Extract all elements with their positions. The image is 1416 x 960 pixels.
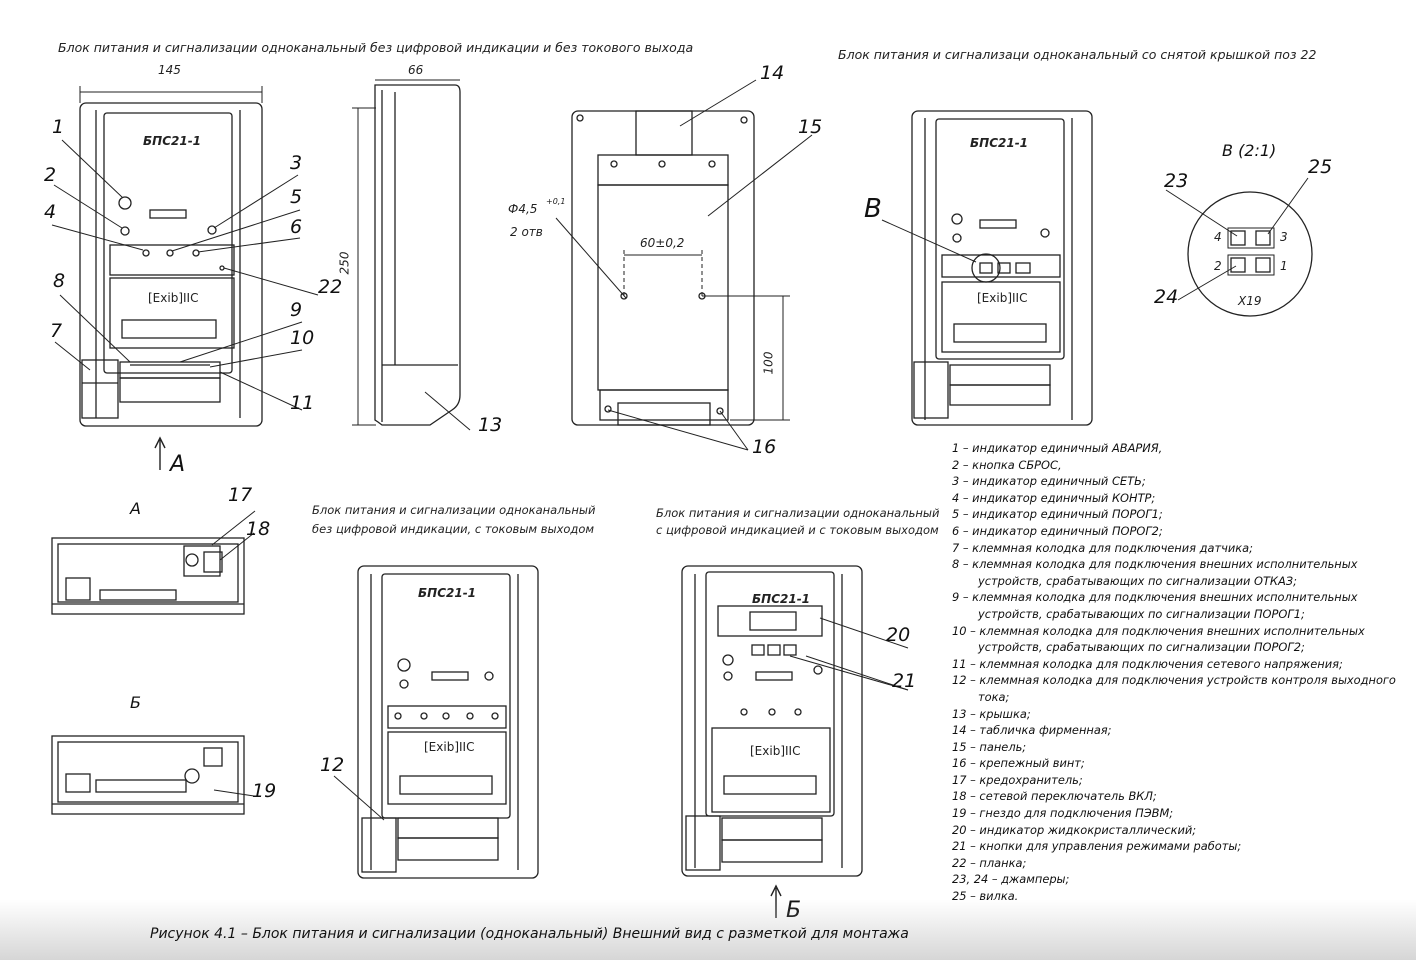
legend-item: 18 – сетевой переключатель ВКЛ; — [952, 789, 1157, 804]
view-b-title: Б — [130, 693, 141, 712]
legend-item: 8 – клеммная колодка для подключения вне… — [952, 557, 1358, 588]
pin-3: 3 — [1280, 230, 1288, 244]
legend-item: 25 – вилка. — [952, 889, 1019, 904]
detail-v — [1187, 191, 1313, 317]
side-view — [374, 84, 461, 426]
marking-cover-removed: [Exib]IIC — [977, 291, 1028, 305]
view-a-title: А — [130, 499, 141, 518]
pin-2: 2 — [1214, 259, 1222, 273]
legend-item: 17 – кредохранитель; — [952, 772, 1083, 787]
callout-11: 11 — [290, 392, 315, 414]
callout-25: 25 — [1308, 156, 1333, 178]
legend-item: 15 – панель; — [952, 739, 1027, 754]
legend-item: 12 – клеммная колодка для подключения ус… — [952, 673, 1396, 704]
dim-hole-spacing: 60±0,2 — [640, 236, 685, 250]
callout-24: 24 — [1154, 286, 1179, 308]
legend-item: 21 – кнопки для управления режимами рабо… — [952, 839, 1242, 854]
callout-23: 23 — [1164, 170, 1189, 192]
marking-digital: [Exib]IIC — [750, 744, 801, 758]
dim-width-side: 66 — [408, 63, 424, 77]
marking-current-output: [Exib]IIC — [424, 740, 475, 754]
legend-item: 10 – клеммная колодка для подключения вн… — [952, 623, 1365, 655]
callout-20: 20 — [886, 624, 911, 646]
legend-item: 5 – индикатор единичный ПОРОГ1; — [952, 507, 1163, 522]
pin-1: 1 — [1280, 259, 1288, 273]
callout-16: 16 — [752, 436, 777, 458]
legend-item: 9 – клеммная колодка для подключения вне… — [952, 590, 1358, 621]
legend-item: 3 – индикатор единичный СЕТЬ; — [952, 474, 1146, 489]
callout-9: 9 — [290, 299, 303, 321]
marking-front: [Exib]IIC — [148, 291, 199, 305]
callout-2: 2 — [44, 164, 57, 186]
caption-mid-left-2: без цифровой индикации, с токовым выходо… — [312, 522, 595, 536]
callout-13: 13 — [478, 414, 503, 436]
dim-holes-count: 2 отв — [510, 225, 543, 239]
legend-list: 1 – индикатор единичный АВАРИЯ, 2 – кноп… — [952, 440, 1407, 905]
legend-item: 6 – индикатор единичный ПОРОГ2; — [952, 523, 1163, 538]
callout-4: 4 — [44, 201, 57, 223]
callout-5: 5 — [290, 186, 303, 208]
legend-item: 1 – индикатор единичный АВАРИЯ, — [952, 441, 1163, 455]
front-view-cover-removed — [911, 110, 1093, 426]
dim-hole: Ф4,5 — [508, 202, 538, 216]
legend-item: 16 – крепежный винт; — [952, 756, 1085, 771]
front-view-current-output — [357, 565, 539, 879]
callout-8: 8 — [53, 270, 66, 292]
view-a — [51, 537, 245, 615]
dim-width-front: 145 — [158, 63, 181, 77]
caption-mid-left-1: Блок питания и сигнализации одноканальны… — [312, 503, 596, 517]
front-view-digital-indicator — [681, 565, 863, 877]
legend-item: 4 – индикатор единичный КОНТР; — [952, 490, 1156, 505]
back-view — [571, 110, 755, 426]
model-label-cover-removed: БПС21-1 — [970, 136, 1029, 150]
callout-7: 7 — [50, 320, 63, 342]
callout-22: 22 — [318, 276, 343, 298]
callout-14: 14 — [760, 62, 785, 84]
detail-view-title: В (2:1) — [1222, 141, 1277, 160]
caption-top-left: Блок питания и сигнализации одноканальны… — [58, 40, 694, 55]
legend-item: 19 – гнездо для подключения ПЭВМ; — [952, 806, 1174, 821]
caption-mid-right-1: Блок питания и сигнализации одноканальны… — [656, 506, 940, 520]
view-b — [51, 735, 245, 815]
view-a-arrow-label: А — [170, 452, 186, 477]
callout-17: 17 — [228, 484, 253, 506]
legend-item: 7 – клеммная колодка для подключения дат… — [952, 540, 1253, 555]
callout-6: 6 — [290, 216, 303, 238]
dim-mount-height: 100 — [761, 351, 776, 375]
callout-18: 18 — [246, 518, 271, 540]
legend-item: 11 – клеммная колодка для подключения се… — [952, 656, 1343, 671]
model-label-front: БПС21-1 — [143, 134, 202, 148]
callout-10: 10 — [290, 327, 315, 349]
dim-height: 250 — [337, 251, 352, 275]
legend-item: 22 – планка; — [952, 855, 1027, 870]
caption-top-right: Блок питания и сигнализаци одноканальный… — [838, 47, 1317, 62]
scan-shadow — [0, 900, 1416, 960]
leader-lines — [51, 79, 1309, 821]
model-label-digital: БПС21-1 — [752, 592, 811, 606]
model-label-current-output: БПС21-1 — [418, 586, 477, 600]
legend-item: 20 – индикатор жидкокристаллический; — [952, 822, 1197, 837]
figure-caption: Рисунок 4.1 – Блок питания и сигнализаци… — [150, 926, 909, 942]
callout-21: 21 — [892, 670, 917, 692]
callout-1: 1 — [52, 116, 65, 138]
connector-label: Х19 — [1238, 294, 1262, 308]
callout-19: 19 — [252, 780, 277, 802]
legend-item: 2 – кнопка СБРОС, — [952, 457, 1062, 472]
legend-item: 13 – крышка; — [952, 706, 1031, 721]
detail-ref-label: В — [864, 194, 882, 224]
front-view — [79, 102, 263, 427]
callout-3: 3 — [290, 152, 303, 174]
legend-item: 14 – табличка фирменная; — [952, 723, 1112, 738]
callout-15: 15 — [798, 116, 823, 138]
callout-12: 12 — [320, 754, 345, 776]
caption-mid-right-2: с цифровой индикацией и с токовым выходо… — [656, 523, 939, 537]
dim-hole-tol: +0,1 — [546, 197, 566, 206]
legend-item: 23, 24 – джамперы; — [952, 872, 1070, 887]
pin-4: 4 — [1214, 230, 1222, 244]
